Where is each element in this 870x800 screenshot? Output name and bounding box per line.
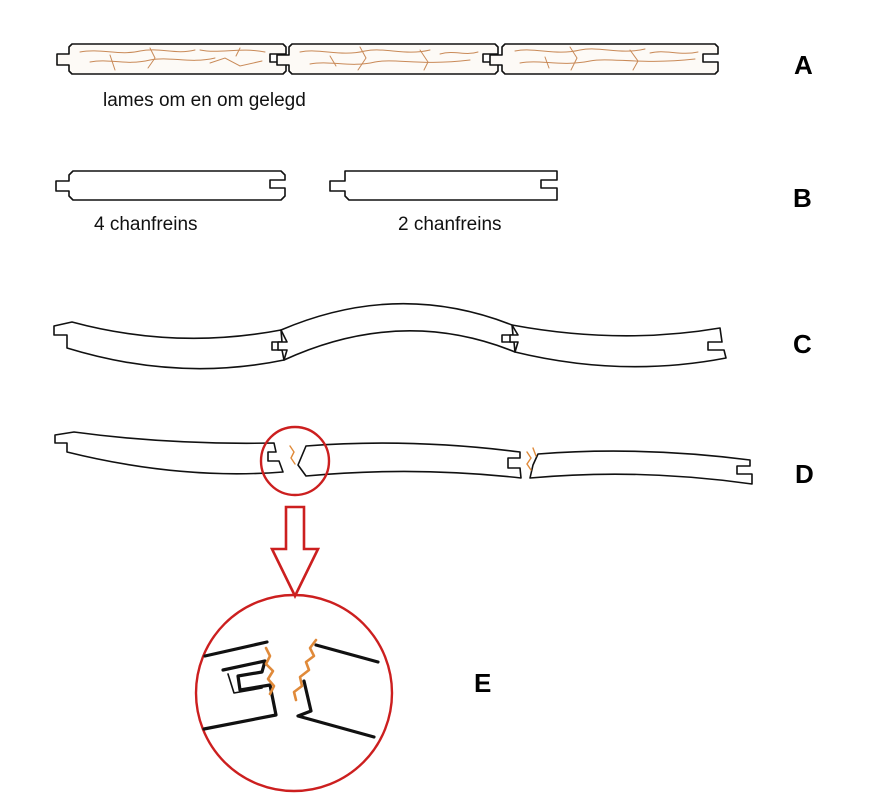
row-c-boards (53, 302, 727, 370)
board-c2 (277, 302, 516, 361)
board-d3 (529, 450, 753, 485)
row-label-a: A (794, 50, 813, 80)
board-a3 (489, 43, 719, 75)
caption-a: lames om en om gelegd (103, 90, 306, 111)
joint-right-board (296, 643, 380, 739)
row-label-d: D (795, 459, 814, 489)
board-d1 (54, 431, 284, 475)
row-e-magnified-joint (194, 593, 394, 793)
crack-left (264, 646, 276, 696)
caption-b-right: 2 chanfreins (398, 214, 502, 235)
row-label-e: E (474, 668, 491, 698)
caption-b-left: 4 chanfreins (94, 214, 198, 235)
wood-grain (79, 46, 699, 71)
magnified-circle (194, 593, 394, 793)
board-d2 (297, 442, 522, 479)
board-4-chanfreins (55, 170, 286, 201)
board-c3 (509, 324, 727, 368)
row-label-c: C (793, 329, 812, 359)
highlight-circle (259, 425, 331, 497)
board-c1 (53, 321, 285, 370)
row-b-boards (55, 170, 558, 201)
row-d-boards (54, 431, 753, 485)
crack-right (292, 638, 318, 702)
row-a-boards (56, 43, 719, 75)
board-2-chanfreins (329, 170, 558, 201)
board-a2 (276, 43, 499, 75)
row-label-b: B (793, 183, 812, 213)
down-arrow (269, 505, 321, 599)
joint-left-board (202, 640, 278, 731)
